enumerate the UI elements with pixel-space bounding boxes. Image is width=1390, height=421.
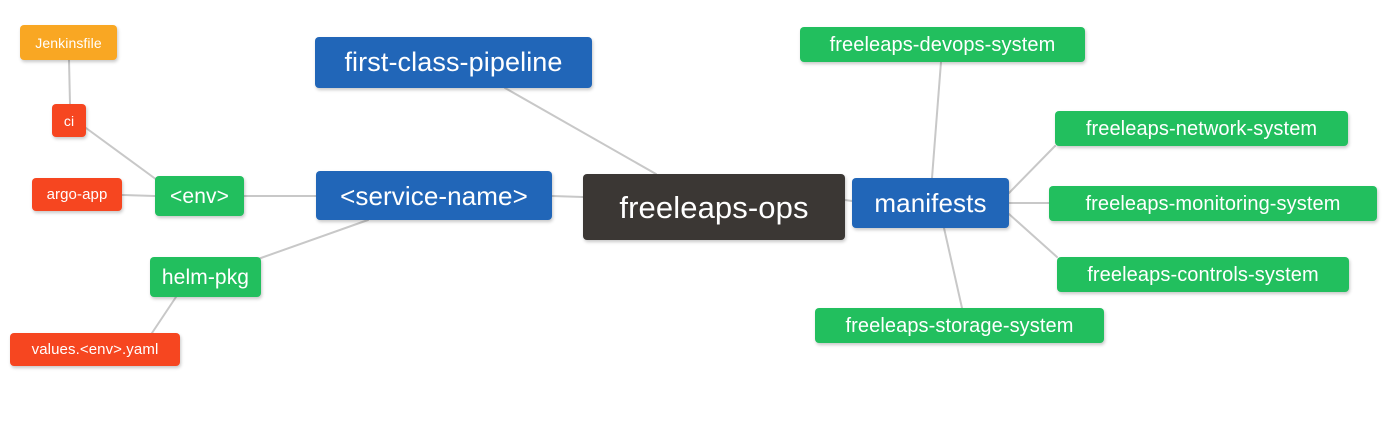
edge-first-class-pipeline-to-freeleaps-ops	[504, 87, 657, 175]
node-label: argo-app	[46, 186, 108, 203]
node-label: freeleaps-devops-system	[829, 33, 1056, 56]
edge-service-name-to-freeleaps-ops	[551, 195, 584, 198]
node-label: <env>	[170, 184, 229, 208]
node-helm-pkg[interactable]: helm-pkg	[150, 257, 261, 297]
node-service-name[interactable]: <service-name>	[316, 171, 552, 220]
node-label: freeleaps-monitoring-system	[1085, 192, 1341, 215]
node-label: <service-name>	[340, 180, 528, 211]
node-label: ci	[63, 112, 75, 129]
node-values-yaml[interactable]: values.<env>.yaml	[10, 333, 180, 366]
edge-ci-to-env	[85, 127, 158, 181]
edge-manifests-to-freeleaps-storage-system	[943, 227, 963, 309]
node-first-class-pipeline[interactable]: first-class-pipeline	[315, 37, 592, 88]
node-freeleaps-ops[interactable]: freeleaps-ops	[583, 174, 845, 240]
node-label: freeleaps-ops	[619, 189, 809, 225]
node-freeleaps-devops-system[interactable]: freeleaps-devops-system	[800, 27, 1085, 62]
node-manifests[interactable]: manifests	[852, 178, 1009, 228]
node-env[interactable]: <env>	[155, 176, 244, 216]
node-label: manifests	[874, 188, 987, 218]
node-label: freeleaps-controls-system	[1087, 263, 1319, 286]
edge-freeleaps-ops-to-manifests	[844, 199, 853, 202]
node-label: freeleaps-network-system	[1085, 117, 1318, 140]
edge-manifests-to-freeleaps-controls-system	[1008, 213, 1058, 258]
node-argo-app[interactable]: argo-app	[32, 178, 122, 211]
node-freeleaps-network-system[interactable]: freeleaps-network-system	[1055, 111, 1348, 146]
node-label: Jenkinsfile	[35, 34, 102, 51]
node-jenkinsfile[interactable]: Jenkinsfile	[20, 25, 117, 60]
edge-values-yaml-to-helm-pkg	[149, 296, 177, 337]
node-freeleaps-monitoring-system[interactable]: freeleaps-monitoring-system	[1049, 186, 1377, 221]
node-label: helm-pkg	[161, 265, 250, 289]
node-label: first-class-pipeline	[344, 47, 563, 77]
edge-helm-pkg-to-service-name	[257, 219, 369, 260]
node-label: values.<env>.yaml	[31, 341, 159, 358]
edge-argo-app-to-env	[121, 194, 156, 197]
node-label: freeleaps-storage-system	[845, 314, 1074, 337]
node-freeleaps-controls-system[interactable]: freeleaps-controls-system	[1057, 257, 1349, 292]
edge-manifests-to-freeleaps-network-system	[1008, 145, 1056, 194]
node-ci[interactable]: ci	[52, 104, 86, 137]
edge-jenkinsfile-to-ci	[68, 59, 71, 105]
edge-manifests-to-freeleaps-devops-system	[931, 61, 942, 179]
node-freeleaps-storage-system[interactable]: freeleaps-storage-system	[815, 308, 1104, 343]
